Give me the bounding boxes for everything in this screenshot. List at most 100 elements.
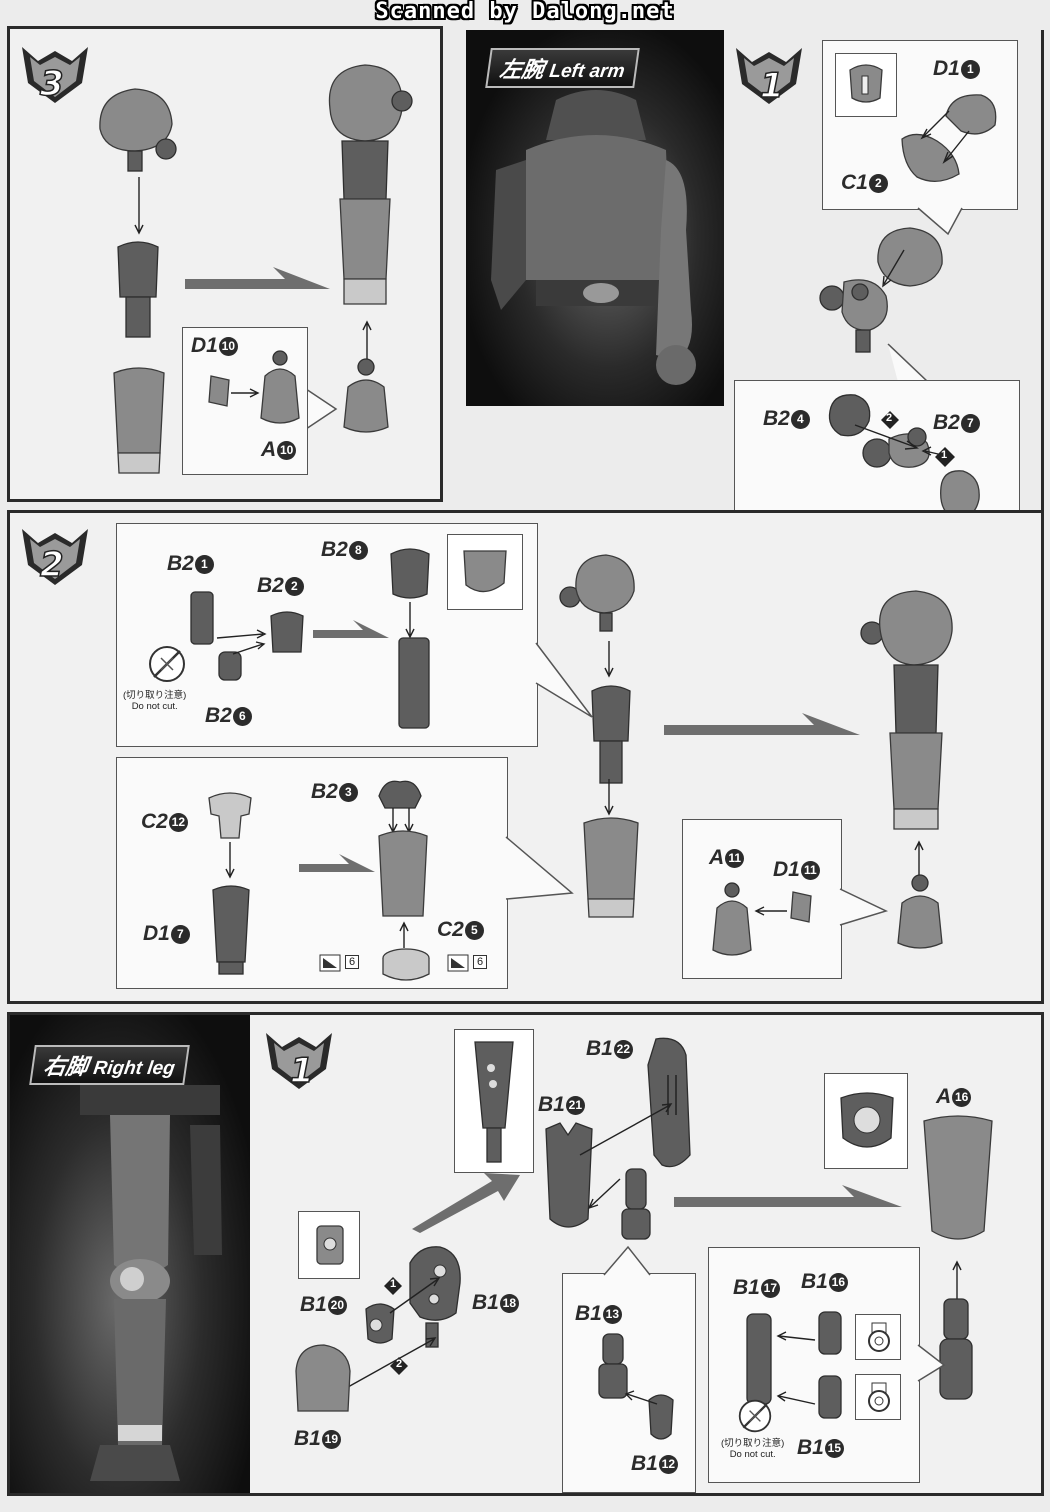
forearm-part-icon [113,367,165,474]
arrow-c2-icon [225,842,235,879]
arm-step1-number: 1 [759,65,784,107]
gate-ref-left-icon [319,954,341,972]
thigh-detail-inset [454,1029,534,1173]
part-b2-1-icon [190,591,214,645]
arrow-b2-order-icon [854,424,952,458]
assembly-arrow-3-icon [299,854,375,872]
part-b1-19-icon [295,1344,351,1412]
part-b2-3-icon [378,780,422,809]
part-shin-joint-icon [939,1298,973,1400]
arrow-b1-12-icon [624,1390,658,1405]
detail-inset [835,53,897,117]
arrow-b1-22-icon [579,1103,673,1156]
forearm-lower-icon [378,830,428,917]
part-c2-12-icon [208,792,252,839]
center-shoulder-icon [559,554,635,632]
order-1-leg-text: 1 [390,1278,397,1290]
scan-watermark: Scanned by Dalong.net [375,0,675,24]
order-2-leg-icon [390,1357,408,1375]
leg-step1-number: 1 [289,1050,314,1092]
do-not-cut-icon [149,646,185,682]
arrow-b2-upper-icon [216,629,267,655]
order-2-icon [881,411,899,429]
ring-detail-1-icon [868,1322,890,1352]
assembly-arrow-5-icon [412,1173,520,1233]
hand-arrow-up-2-icon [914,840,924,879]
callout-pointer-c1 [917,207,963,236]
arrow-b1-20-icon [389,1277,441,1314]
part-b2-2-icon [270,611,304,653]
part-a10-icon [260,350,300,424]
arrow-b1-19-icon [347,1337,437,1388]
forearm-upper-icon [398,637,430,729]
figure-leg-silhouette [80,1085,222,1481]
order-1-icon [935,447,955,467]
part-b2-8-icon [390,548,430,599]
callout-pointer-a10 [305,388,338,430]
arrow-c2-5-icon [399,921,409,948]
part-d1-10-icon [208,375,230,407]
do-not-cut-note-1: (切り取り注意) Do not cut. [123,690,186,712]
arm-step1-badge-icon [736,48,802,104]
step2-badge-icon [22,529,88,585]
part-b1-21-icon [545,1122,593,1228]
do-not-cut-en-2: Do not cut. [729,1449,776,1460]
detail-a16-icon [840,1092,894,1148]
detail-b1-20-icon [316,1225,344,1265]
part-d1-11-icon [790,891,812,923]
part-d1-1-icon [945,94,997,135]
ring-detail-2-icon [868,1382,890,1412]
callout-pointer-lower [505,836,574,900]
part-a16-icon [923,1115,993,1240]
arrow-d1-to-a-icon [231,388,260,398]
assembled-arm-2-icon [860,590,953,830]
page-ref-left: 6 [345,955,360,969]
center-forearm-icon [583,817,639,918]
gate-ref-right-icon [447,954,469,972]
arrow-a16-icon [952,1260,962,1299]
assembly-arrow-2-icon [313,620,389,638]
part-b2-4-icon [828,394,871,437]
order-2-leg-text: 2 [396,1358,403,1370]
assembly-arrow-1-icon [185,267,330,289]
arm-arrow-1-icon [134,177,144,235]
assembly-arrow-4-icon [664,713,860,735]
part-b1-12-icon [648,1394,674,1440]
detail-inset-b2 [447,534,523,610]
assembly-arrow-6-icon [674,1185,902,1207]
part-b2-6-icon [218,651,242,681]
callout-pointer-upper [535,642,593,718]
part-d1-7-icon [212,885,250,975]
step3-badge-icon [22,47,88,103]
part-b2-7-icon [862,427,930,468]
leg-step1-badge-icon [266,1033,332,1089]
order-1-text: 1 [941,449,948,461]
part-b1-15-icon [818,1375,842,1419]
shoulder-joint-icon [819,279,888,353]
part-knee-joint-icon [621,1168,651,1240]
